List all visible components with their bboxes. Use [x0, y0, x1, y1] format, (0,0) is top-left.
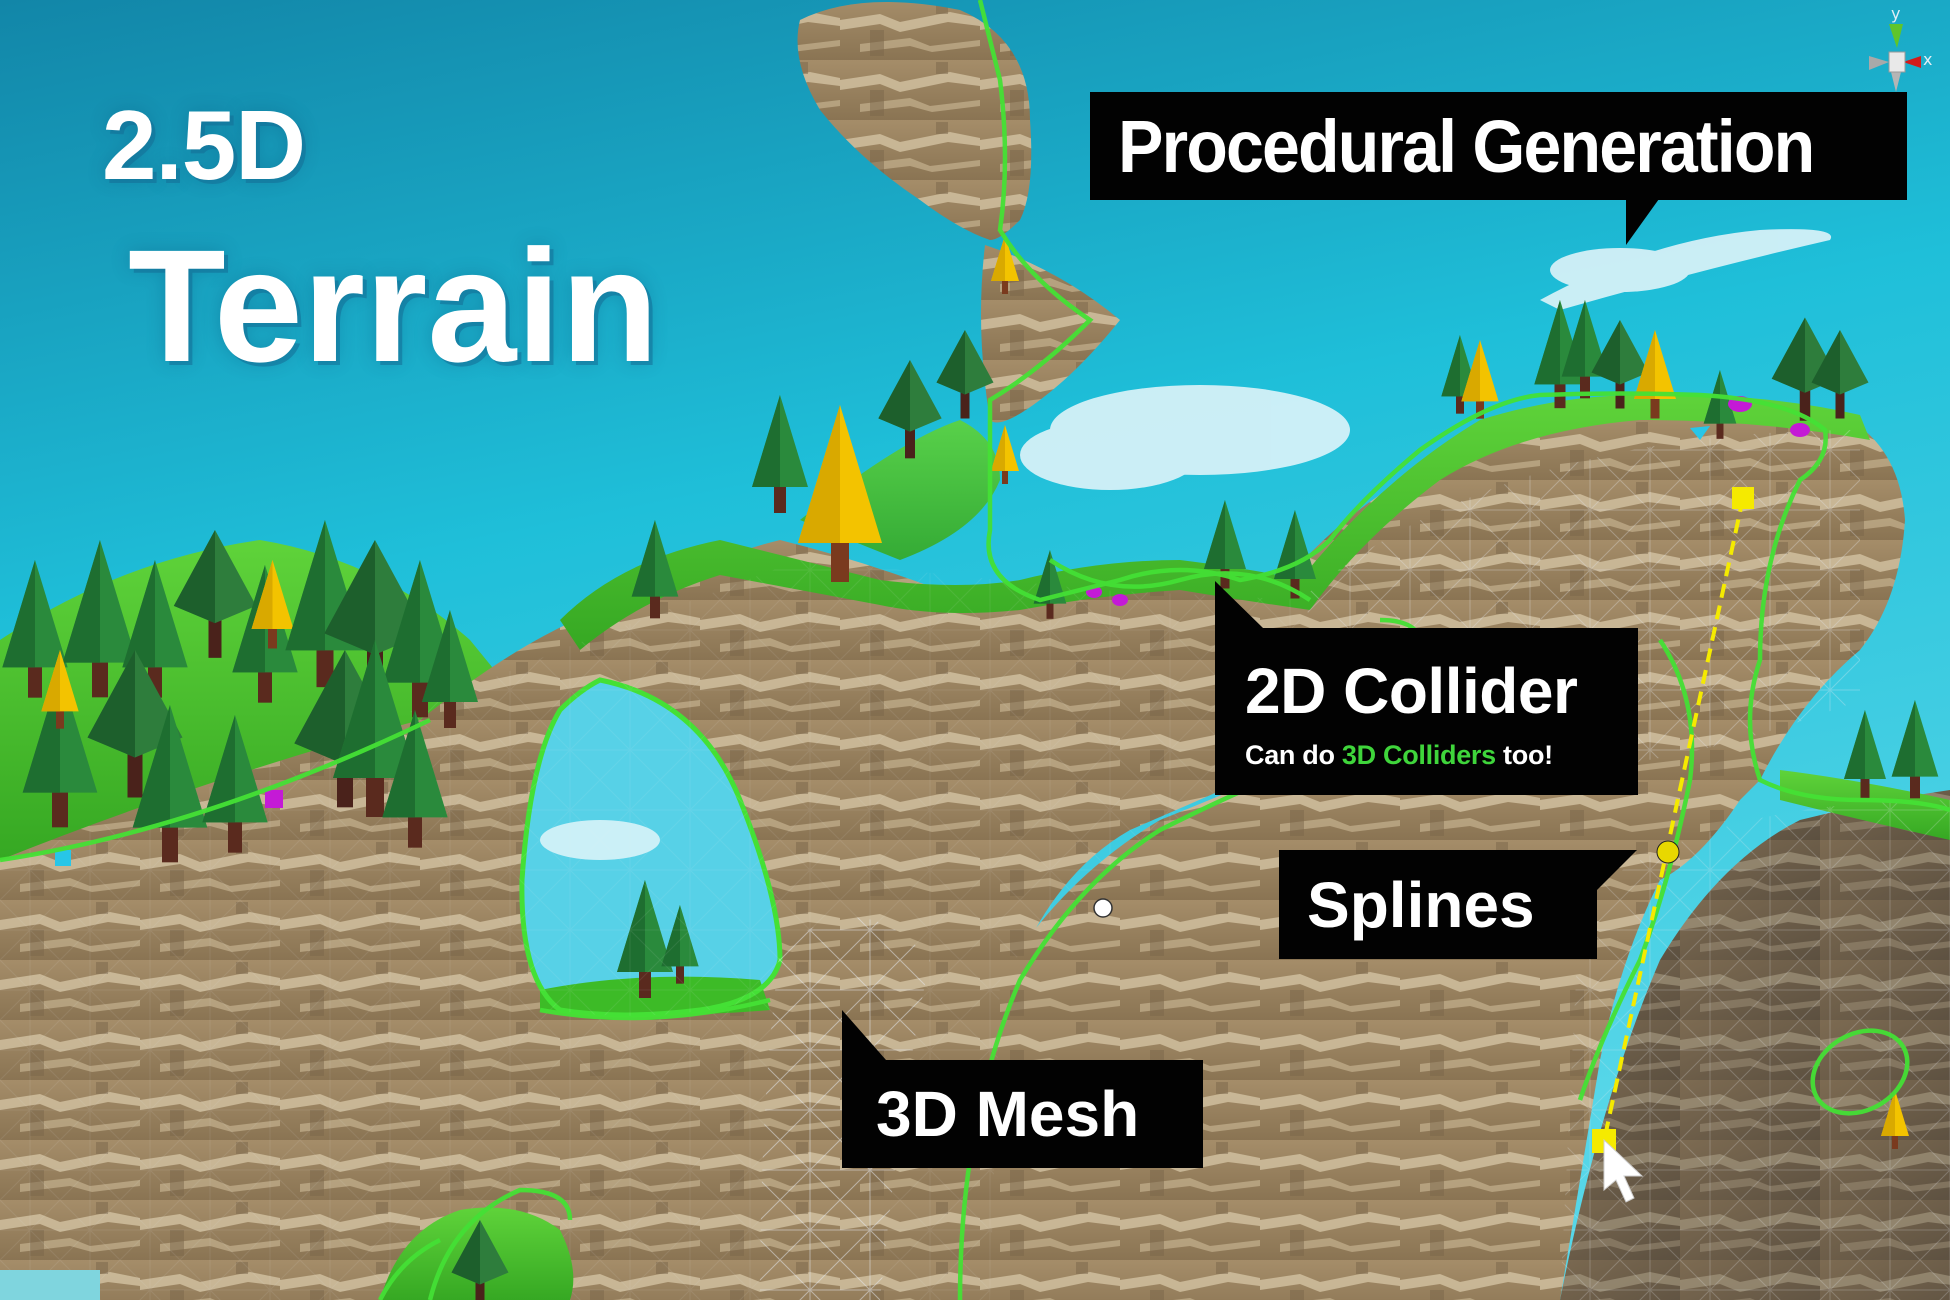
title-line-1: 2.5D: [102, 90, 306, 200]
spline-knot: [1656, 840, 1680, 864]
callout-tail: [1626, 199, 1659, 245]
callout-tail: [1597, 850, 1637, 890]
spline-handle-top: [1732, 487, 1754, 509]
callout-subtitle: Can do 3D Colliders too!: [1245, 740, 1553, 771]
callout-tail: [842, 1010, 886, 1060]
left-forest: [2, 520, 478, 866]
callout-2d-collider: 2D Collider Can do 3D Colliders too!: [1215, 581, 1638, 795]
callout-3d-mesh: 3D Mesh: [842, 1010, 1203, 1168]
callout-label: 3D Mesh: [876, 1078, 1140, 1150]
callout-label: 2D Collider: [1245, 655, 1578, 728]
gizmo-y-label: y: [1891, 4, 1901, 23]
title-line-2: Terrain: [128, 216, 659, 395]
mouse-cursor-icon: [1603, 1138, 1644, 1203]
subtitle-suffix: too!: [1495, 739, 1553, 770]
gizmo-x-label: x: [1923, 50, 1933, 69]
callout-label: Procedural Generation: [1118, 104, 1815, 188]
callout-label: Splines: [1307, 868, 1535, 941]
callout-splines: Splines: [1279, 850, 1637, 959]
subtitle-accent: 3D Colliders: [1341, 739, 1496, 770]
subtitle-prefix: Can do: [1245, 739, 1342, 770]
floating-rock: [797, 2, 1032, 240]
callout-procedural-generation: Procedural Generation: [1090, 92, 1907, 245]
axis-gizmo-icon: [1869, 24, 1921, 92]
scene-orientation-gizmo[interactable]: y x: [1845, 0, 1945, 100]
callout-tail: [1215, 581, 1263, 628]
